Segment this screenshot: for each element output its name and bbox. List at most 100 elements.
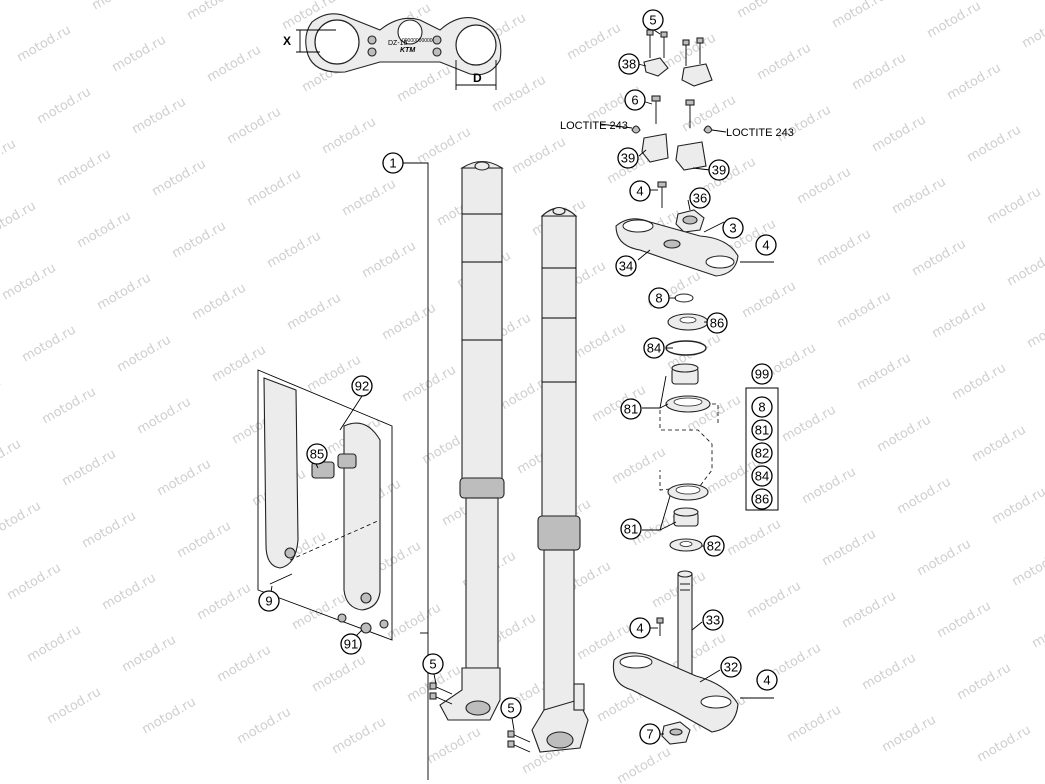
watermark-text: motod.ru [970,423,1029,466]
watermark-text: motod.ru [950,361,1009,404]
callout-5-left-label: 5 [429,657,436,672]
watermark-text: motod.ru [5,561,64,604]
callout-1[interactable]: 1 [382,152,404,174]
watermark-text: motod.ru [135,395,194,438]
loctite-labels: LOCTITE 243 LOCTITE 243 [560,120,794,139]
watermark-text: motod.ru [890,175,949,218]
callout-82-label: 82 [707,539,721,554]
callout-5-top[interactable]: 5 [642,9,664,31]
watermark-text: motod.ru [155,457,214,500]
dimension-x-label: X [283,34,291,48]
kit-item-86[interactable]: 86 [751,488,773,510]
watermark-text: motod.ru [110,33,169,76]
watermark-text: motod.ru [360,239,419,282]
kit-item-84-label: 84 [755,469,769,484]
callout-6-label: 6 [631,93,638,108]
watermark-text: motod.ru [0,437,24,480]
callout-4-right-upper-label: 4 [762,238,769,253]
callout-92[interactable]: 92 [351,375,373,397]
watermark-text: motod.ru [195,581,254,624]
callout-82[interactable]: 82 [703,535,725,557]
callout-85-label: 85 [310,447,324,462]
callout-4-right-upper[interactable]: 4 [755,234,777,256]
callout-8[interactable]: 8 [648,287,670,309]
watermark-text: motod.ru [1020,9,1045,52]
callout-5-right[interactable]: 5 [500,697,522,719]
callout-9-label: 9 [265,594,272,609]
watermark-text: motod.ru [610,445,669,488]
callout-86-label: 86 [710,316,724,331]
kit-item-81[interactable]: 81 [751,419,773,441]
steering-stack [612,29,774,745]
watermark-text: motod.ru [565,21,624,64]
watermark-text: motod.ru [0,199,39,242]
callout-4-right-lower[interactable]: 4 [756,669,778,691]
callout-86[interactable]: 86 [706,312,728,334]
callout-99-label: 99 [755,367,769,382]
axle-pinch-bolts [429,682,531,753]
watermark-text: motod.ru [875,413,934,456]
kit-item-82[interactable]: 82 [751,442,773,464]
callout-36-label: 36 [693,191,707,206]
callout-39-right[interactable]: 39 [708,159,730,181]
watermark-text: motod.ru [615,745,674,784]
watermark-text: motod.ru [700,155,759,198]
triple-clamp-inset: DZ-16 00000000000 KTM X D [283,13,502,90]
watermark-text: motod.ru [955,661,1014,704]
callout-81-lower[interactable]: 81 [620,518,642,540]
callout-4-stem[interactable]: 4 [629,617,651,639]
kit-item-84[interactable]: 84 [751,465,773,487]
callout-7[interactable]: 7 [639,723,661,745]
watermark-text: motod.ru [775,103,834,146]
callout-4-upper[interactable]: 4 [629,180,651,202]
callout-6[interactable]: 6 [624,89,646,111]
watermark-text: motod.ru [190,281,249,324]
callout-91[interactable]: 91 [340,633,362,655]
callout-33[interactable]: 33 [702,609,724,631]
callout-38[interactable]: 38 [618,53,640,75]
callout-81-lower-label: 81 [624,522,638,537]
kit-item-8-label: 8 [758,400,765,415]
watermark-text: motod.ru [215,643,274,686]
watermark-text: motod.ru [95,271,154,314]
watermark-text: motod.ru [385,601,444,644]
watermark-text: motod.ru [800,465,859,508]
watermark-text: motod.ru [150,157,209,200]
watermark-text: motod.ru [915,537,974,580]
fork-assembly [400,160,589,780]
kit-item-86-label: 86 [755,492,769,507]
callout-84[interactable]: 84 [643,337,665,359]
callout-9[interactable]: 9 [258,590,280,612]
callout-81-upper-label: 81 [624,402,638,417]
clamp-stamp-logo: KTM [400,47,415,54]
watermark-text: motod.ru [0,499,44,542]
fork-protector-group [257,369,393,641]
watermark-text: motod.ru [40,385,99,428]
loctite-label-left: LOCTITE 243 [560,120,628,132]
callout-91-label: 91 [344,637,358,652]
watermark-text: motod.ru [840,589,899,632]
callout-85[interactable]: 85 [306,443,328,465]
watermark-text: motod.ru [510,135,569,178]
kit-item-8[interactable]: 8 [751,396,773,418]
callout-3[interactable]: 3 [722,217,744,239]
watermark-text: motod.ru [25,623,84,666]
watermark-text: motod.ru [330,715,389,758]
callout-32[interactable]: 32 [720,656,742,678]
callout-92-label: 92 [355,379,369,394]
callout-34[interactable]: 34 [615,255,637,277]
watermark-text: motod.ru [245,167,304,210]
callout-99[interactable]: 99 [751,363,773,385]
callout-84-label: 84 [647,341,661,356]
callout-39-left[interactable]: 39 [617,147,639,169]
callout-5-left[interactable]: 5 [422,653,444,675]
watermark-text: motod.ru [725,517,784,560]
watermark-text: motod.ru [965,123,1024,166]
kit-item-81-label: 81 [755,423,769,438]
callout-81-upper[interactable]: 81 [620,398,642,420]
watermark-text: motod.ru [880,713,939,756]
watermark-text: motod.ru [140,695,199,738]
callout-38-label: 38 [622,57,636,72]
callout-36[interactable]: 36 [689,187,711,209]
watermark-text: motod.ru [1010,547,1045,590]
